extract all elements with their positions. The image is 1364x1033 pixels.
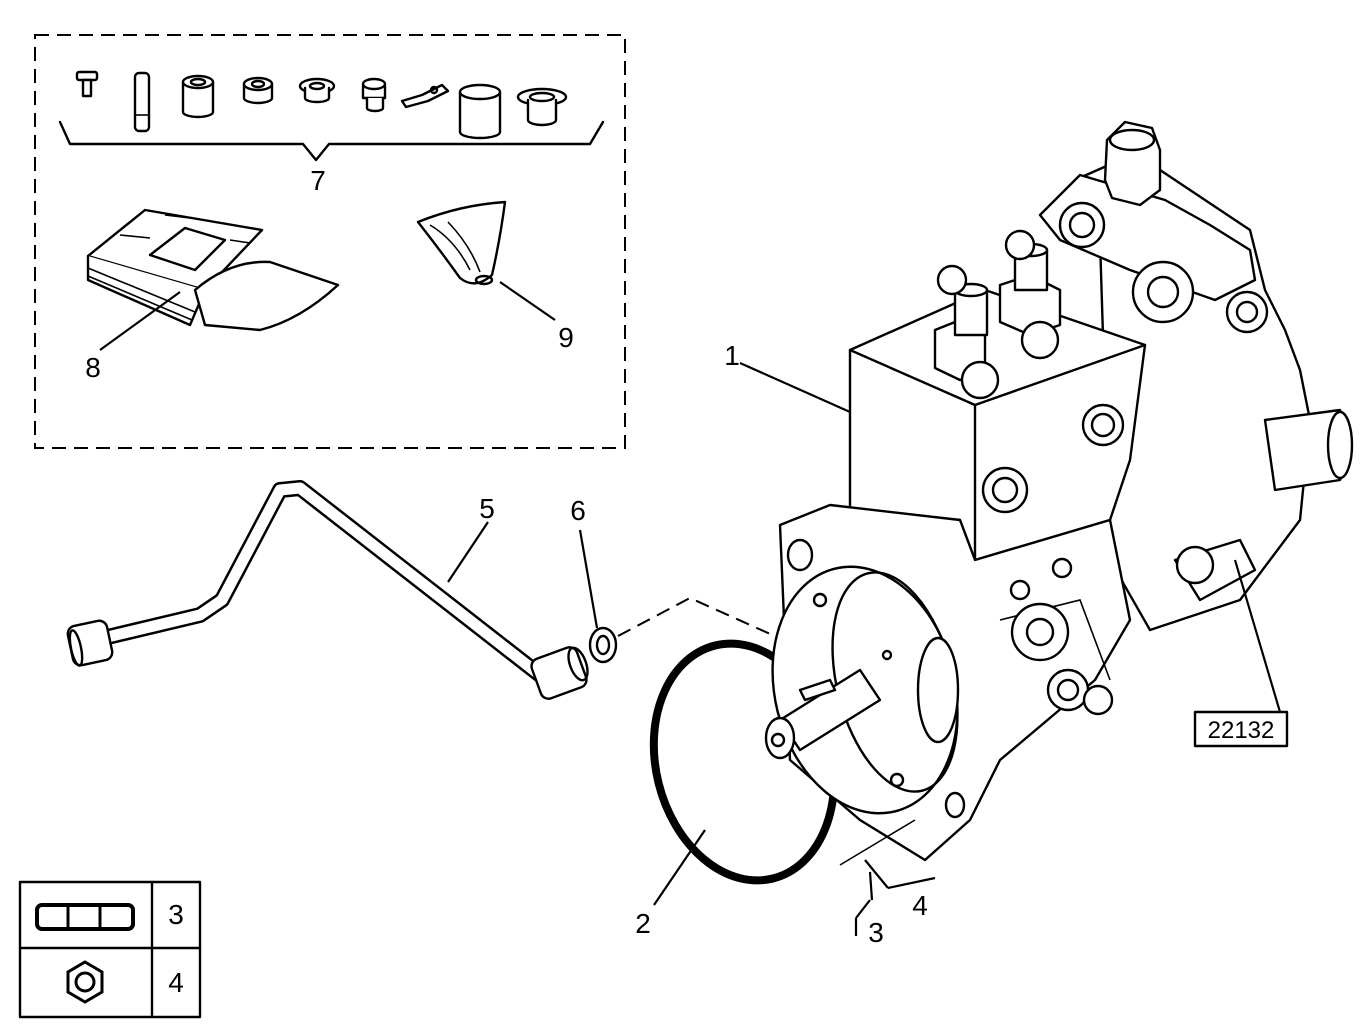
clip-part bbox=[400, 83, 450, 109]
legend-number-1: 3 bbox=[168, 899, 184, 930]
reference-badge: 22132 bbox=[1193, 710, 1289, 748]
fuel-pipe-drawing bbox=[66, 480, 589, 700]
reference-number: 22132 bbox=[1208, 717, 1275, 744]
leader-9 bbox=[499, 281, 556, 321]
callout-2: 2 bbox=[635, 908, 651, 939]
callout-6: 6 bbox=[570, 495, 586, 526]
kit-brace bbox=[58, 120, 605, 162]
sleeve-part bbox=[458, 83, 502, 140]
leader-8 bbox=[99, 291, 181, 351]
callout-7: 7 bbox=[310, 165, 326, 196]
plug-part bbox=[361, 77, 387, 113]
screw-part bbox=[75, 70, 99, 98]
leader-ref bbox=[1233, 559, 1282, 713]
kit-box: 7 8 9 bbox=[34, 34, 626, 449]
callout-4-flange: 4 bbox=[912, 890, 928, 921]
leader-2 bbox=[653, 829, 706, 906]
callout-5: 5 bbox=[479, 493, 495, 524]
callout-9: 9 bbox=[558, 322, 574, 353]
flange-callouts: 4 3 bbox=[839, 819, 936, 948]
kit-small-parts bbox=[75, 70, 568, 140]
hex-nut-icon bbox=[66, 960, 104, 1004]
sealing-washer-drawing bbox=[588, 626, 618, 664]
leader-1 bbox=[739, 361, 851, 414]
flange-nut-part bbox=[298, 77, 336, 104]
callout-1: 1 bbox=[724, 340, 740, 371]
cap-part bbox=[516, 87, 568, 127]
key-icon bbox=[35, 903, 135, 931]
kit-bag-drawing bbox=[416, 200, 507, 286]
legend-table: 3 4 bbox=[18, 880, 202, 1019]
delivery-valve-fittings bbox=[933, 229, 1062, 400]
assembly-dashed-line bbox=[617, 596, 936, 709]
callout-8: 8 bbox=[85, 352, 101, 383]
bushing-part bbox=[181, 74, 215, 119]
leader-6 bbox=[578, 529, 599, 629]
kit-pack-drawing bbox=[86, 208, 340, 332]
nut-part bbox=[242, 76, 274, 105]
legend-number-2: 4 bbox=[168, 967, 184, 998]
injection-pump-drawing bbox=[764, 120, 1354, 862]
leader-5 bbox=[447, 521, 489, 583]
callout-3-flange: 3 bbox=[868, 917, 884, 948]
pin-part bbox=[133, 71, 151, 133]
